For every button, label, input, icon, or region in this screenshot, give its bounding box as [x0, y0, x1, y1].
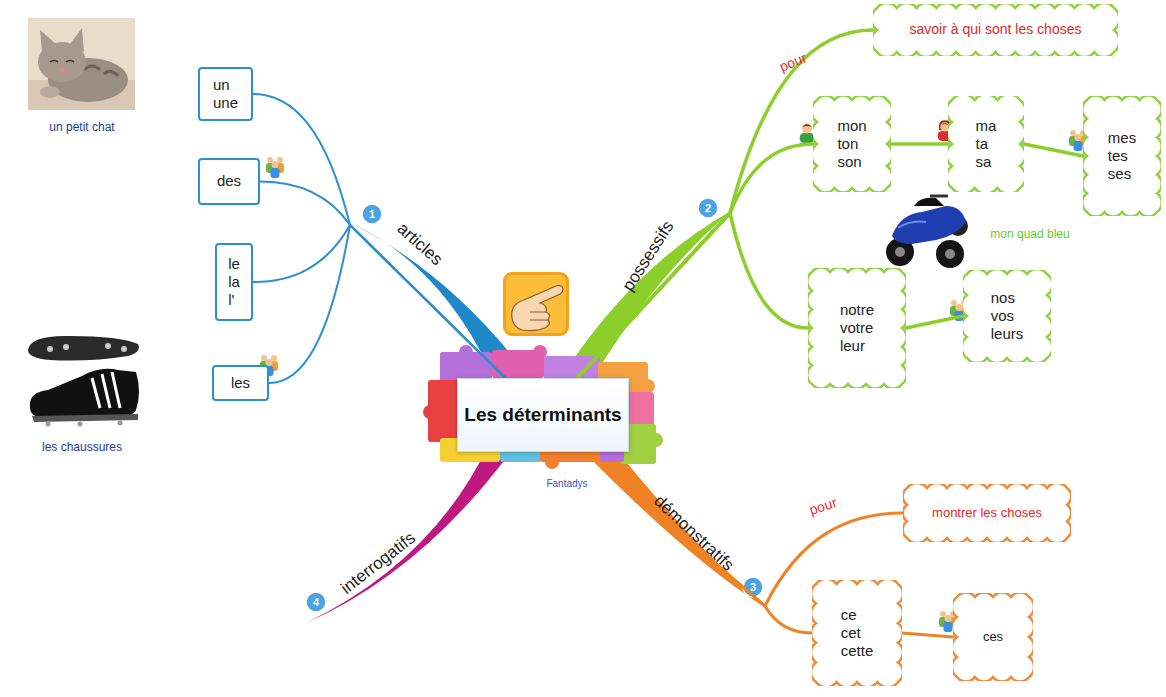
cloud-outline — [873, 4, 1118, 56]
callout-circle — [306, 592, 326, 612]
cloud-node: savoir à qui sont les choses — [873, 4, 1118, 56]
branch-label: possessifs — [619, 218, 676, 294]
cloud-outline — [953, 593, 1033, 681]
cloud-node: ces — [953, 593, 1033, 681]
node-text: notre votre leur — [840, 301, 874, 356]
callout-circle — [698, 198, 718, 218]
cloud-outline — [963, 270, 1051, 362]
possessifs-trunk — [570, 211, 731, 370]
cloud-node: mon ton son — [813, 96, 891, 192]
node-text: savoir à qui sont les choses — [910, 21, 1082, 38]
kitten-picture — [28, 18, 135, 110]
group-icon — [266, 157, 284, 178]
branch-connector — [902, 633, 953, 637]
puzzle-frame — [423, 345, 663, 469]
node-text: ce cet cette — [841, 606, 874, 661]
node-text: les — [231, 374, 250, 392]
cloud-node: nos vos leurs — [963, 270, 1051, 362]
branch-connector — [253, 225, 505, 378]
branch-connector — [586, 452, 812, 633]
node-text: ma ta sa — [976, 117, 997, 172]
hand-icon — [503, 272, 569, 336]
node-text: ces — [983, 629, 1003, 645]
article-box: les — [212, 365, 269, 401]
cloud-outline — [813, 96, 891, 192]
cloud-node: montrer les choses — [903, 484, 1071, 542]
credit-text: Fantadys — [546, 479, 587, 489]
branch-connector — [1024, 144, 1083, 156]
branch-connector — [906, 316, 963, 328]
node-text: le la l' — [228, 255, 240, 310]
article-box: des — [198, 158, 260, 205]
branch-connector — [577, 213, 808, 378]
callout-number: 3 — [750, 582, 756, 593]
edge-label: pour — [777, 50, 808, 73]
interrogatifs-trunk — [306, 446, 512, 623]
callout-circle — [362, 204, 382, 224]
branch-connector — [260, 182, 505, 379]
branch-connector — [577, 144, 813, 378]
article-box: le la l' — [215, 243, 253, 321]
quad-picture — [886, 196, 968, 268]
node-text: des — [217, 172, 241, 190]
branch-label: articles — [394, 220, 445, 269]
picture-caption: mon quad bleu — [990, 228, 1069, 240]
cloud-node: ce cet cette — [812, 580, 902, 686]
node-text: nos vos leurs — [991, 289, 1024, 344]
branch-label: interrogatifs — [338, 529, 418, 597]
branch-connector — [269, 225, 505, 383]
article-box: un une — [198, 67, 253, 121]
picture-caption: les chaussures — [42, 441, 122, 453]
node-text: mes tes ses — [1108, 129, 1136, 184]
callout-number: 1 — [369, 209, 375, 220]
cloud-node: mes tes ses — [1083, 96, 1161, 216]
cloud-outline — [812, 580, 902, 686]
edge-label: pour — [808, 495, 839, 517]
callout-number: 4 — [313, 597, 319, 608]
node-text: mon ton son — [837, 117, 866, 172]
branch-label: démonstratifs — [651, 492, 737, 574]
node-text: montrer les choses — [932, 505, 1042, 521]
branch-connector — [891, 142, 948, 146]
cloud-outline — [808, 268, 906, 388]
cloud-node: notre votre leur — [808, 268, 906, 388]
cloud-outline — [903, 484, 1071, 542]
node-text: un une — [213, 76, 238, 113]
picture-caption: un petit chat — [49, 121, 114, 133]
callout-number: 2 — [705, 203, 711, 214]
cloud-node: ma ta sa — [948, 96, 1024, 192]
central-topic: Les déterminants — [457, 378, 629, 452]
shoes-picture — [28, 336, 139, 427]
cloud-outline — [948, 96, 1024, 192]
branch-connector — [253, 94, 505, 378]
cloud-outline — [1083, 96, 1161, 216]
node-text: Les déterminants — [464, 403, 621, 426]
